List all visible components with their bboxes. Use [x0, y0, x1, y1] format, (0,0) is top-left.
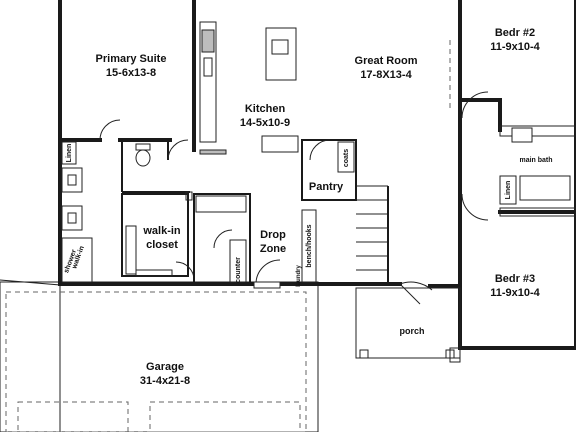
- main-bath-label: main bath: [519, 157, 552, 164]
- primary-bath: [58, 119, 190, 283]
- linen-primary-label: Linen: [66, 144, 73, 163]
- laundry-area: [193, 193, 251, 285]
- drop-zone-label-2: Zone: [260, 243, 286, 255]
- bedr2-dims: 11-9x10-4: [490, 41, 540, 53]
- primary-suite-dims: 15-6x13-8: [106, 67, 156, 79]
- bedr3-label: Bedr #3: [495, 273, 535, 285]
- porch: [355, 281, 461, 363]
- pantry-label: Pantry: [309, 181, 344, 193]
- primary-suite-label: Primary Suite: [96, 53, 167, 65]
- garage-dims: 31-4x21-8: [140, 375, 190, 387]
- kitchen-dims: 14-5x10-9: [240, 117, 290, 129]
- linen-hall-label: Linen: [505, 181, 512, 200]
- porch-label: porch: [399, 326, 424, 336]
- walkin-closet-label-2: closet: [146, 239, 178, 251]
- walkin-closet-label-1: walk-in: [142, 225, 181, 237]
- benches-hooks-label: bench/hooks: [306, 224, 313, 267]
- kitchen-label: Kitchen: [245, 103, 286, 115]
- coats-label: coats: [343, 149, 350, 167]
- garage-label: Garage: [146, 361, 184, 373]
- kitchen: [199, 21, 299, 155]
- bedr3-dims: 11-9x10-4: [490, 287, 540, 299]
- drop-zone-label-1: Drop: [260, 229, 286, 241]
- bedroom-wing: [449, 40, 576, 221]
- drop-zone-door: [253, 259, 281, 289]
- garage-outline: [0, 279, 319, 432]
- pantry-stairs: [301, 139, 389, 284]
- great-room-label: Great Room: [355, 55, 418, 67]
- laundry-label: laundry: [296, 265, 302, 287]
- bedr2-label: Bedr #2: [495, 27, 535, 39]
- counter-label: counter: [235, 257, 242, 283]
- great-room-dims: 17-8X13-4: [360, 69, 412, 81]
